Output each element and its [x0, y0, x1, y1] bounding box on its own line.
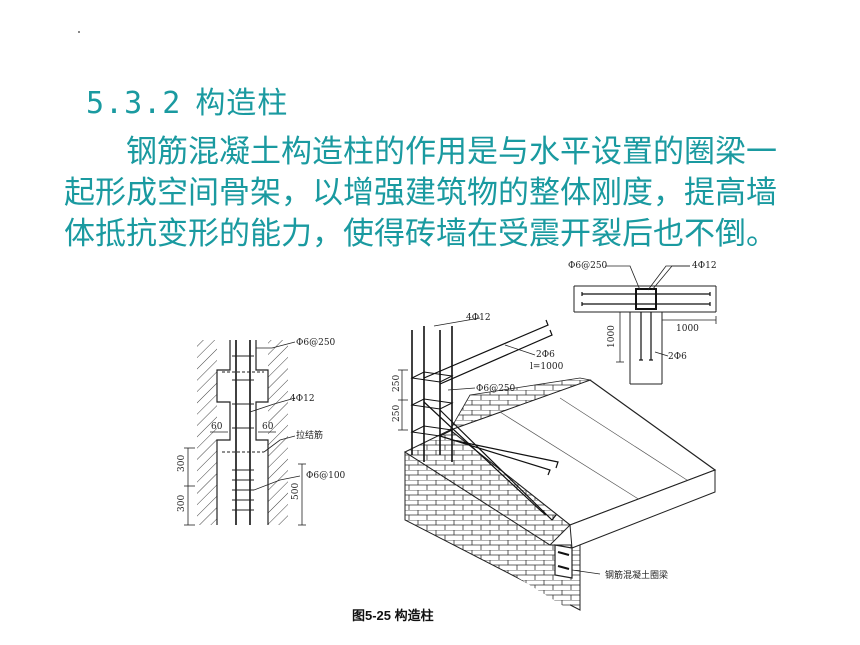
plan-horizontal-ties	[581, 292, 711, 306]
left-dim-500: 500	[291, 483, 301, 500]
iso-tie-bars	[423, 319, 559, 521]
iso-tie-length: l=1000	[530, 362, 564, 372]
plan-detail: Φ6@250 4Φ12 1000 1000 2Φ6	[568, 261, 717, 385]
isometric-detail: 4Φ12 2Φ6 l=1000 Φ6@250 250 250 钢筋混凝土圈梁	[392, 313, 717, 611]
section-heading: 5.3.2 构造柱	[86, 78, 288, 122]
plan-dim-1000-h: 1000	[676, 324, 699, 334]
plan-dim-1000-v: 1000	[607, 325, 617, 348]
plan-main-bar-label: 4Φ12	[692, 261, 717, 271]
figure-caption: 图5-25 构造柱	[352, 608, 434, 623]
left-setback-left: 60	[211, 422, 223, 432]
decorative-dot	[78, 31, 80, 33]
left-tooth-edge	[216, 340, 231, 525]
left-tie-bar-label: 拉结筋	[296, 429, 323, 441]
section-title: 构造柱	[195, 86, 289, 121]
plan-stirrup-label: Φ6@250	[568, 261, 608, 271]
left-section-detail: Φ6@250 4Φ12 60 60 拉结筋 Φ6@100 300 300 500	[177, 338, 346, 526]
left-dim-300-lower: 300	[177, 495, 187, 512]
section-number: 5.3.2	[86, 86, 182, 121]
iso-ring-beam-label: 钢筋混凝土圈梁	[605, 569, 668, 581]
body-paragraph: 钢筋混凝土构造柱的作用是与水平设置的圈梁一 起形成空间骨架，以增强建筑物的整体刚…	[64, 132, 844, 255]
iso-main-bar-label: 4Φ12	[466, 313, 491, 323]
plan-column	[635, 288, 657, 310]
right-wall-hatch	[268, 340, 288, 525]
paragraph-line-2: 起形成空间骨架，以增强建筑物的整体刚度，提高墙	[64, 175, 777, 211]
iso-tie-label: 2Φ6	[536, 350, 555, 360]
iso-stirrup-label: Φ6@250	[476, 384, 516, 394]
right-tooth-edge	[255, 340, 269, 525]
paragraph-line-1: 钢筋混凝土构造柱的作用是与水平设置的圈梁一	[126, 134, 777, 170]
iso-dim-250-b: 250	[392, 405, 402, 422]
iso-ring-beam	[554, 544, 573, 579]
paragraph-line-3: 体抵抗变形的能力，使得砖墙在受震开裂后也不倒。	[64, 216, 777, 252]
left-main-bar-label: 4Φ12	[290, 394, 315, 404]
plan-vertical-ties	[639, 312, 653, 361]
stirrups	[232, 355, 254, 511]
iso-dim-250-a: 250	[392, 375, 402, 392]
left-setback-right: 60	[262, 422, 274, 432]
plan-tie-label: 2Φ6	[668, 352, 687, 362]
left-wall-hatch	[197, 340, 217, 525]
left-stirrup-label: Φ6@250	[296, 338, 336, 348]
left-dim-300-upper: 300	[177, 455, 187, 472]
left-dense-stirrup-label: Φ6@100	[306, 471, 346, 481]
